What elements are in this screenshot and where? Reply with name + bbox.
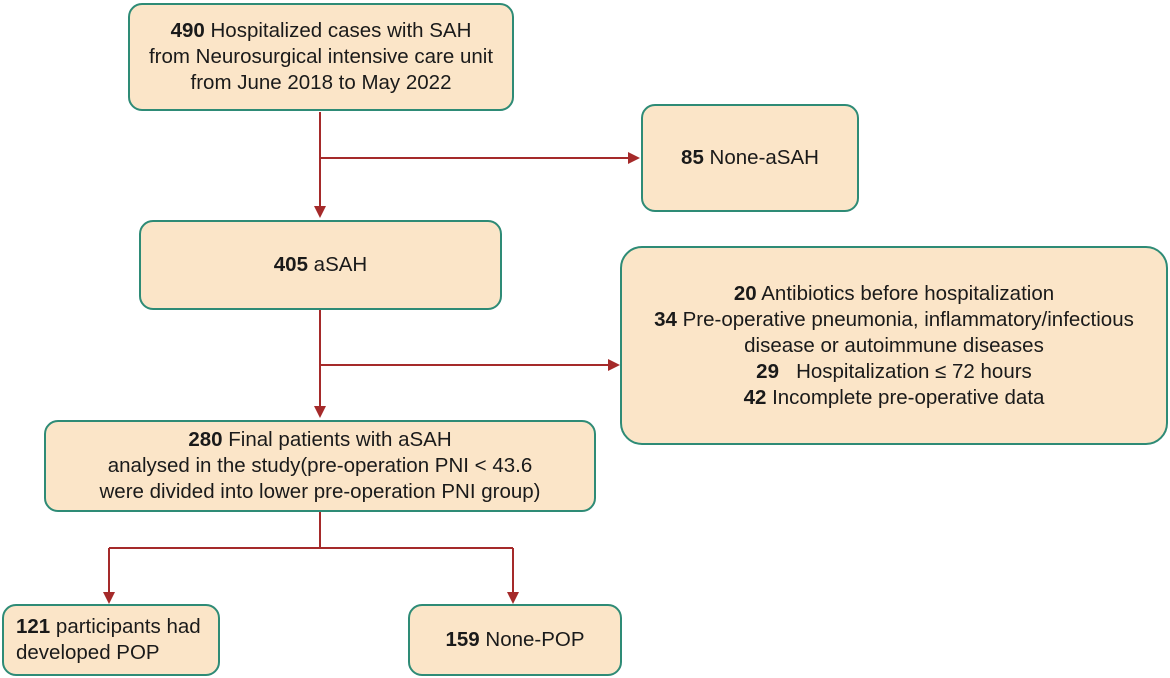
- final-line-2: were divided into lower pre-operation PN…: [100, 479, 541, 505]
- exclusions-line-1: 34 Pre-operative pneumonia, inflammatory…: [654, 307, 1134, 333]
- final-line-1: analysed in the study(pre-operation PNI …: [108, 453, 533, 479]
- final-text-2: were divided into lower pre-operation PN…: [99, 480, 541, 503]
- exclusions-line-0: 20 Antibiotics before hospitalization: [734, 281, 1054, 307]
- exclusions-count-3: 29: [756, 359, 779, 383]
- asah-text-0: aSAH: [307, 253, 368, 276]
- exclusions-text-2: disease or autoimmune diseases: [744, 333, 1044, 357]
- final-text-1: analysed in the study(pre-operation PNI …: [107, 454, 533, 477]
- exclusions-text-0: Antibiotics before hospitalization: [756, 281, 1055, 305]
- asah-line-0: 405 aSAH: [274, 252, 367, 278]
- exclusions-text-3: Hospitalization ≤ 72 hours: [778, 359, 1032, 383]
- non_pop-count-0: 159: [445, 628, 480, 651]
- box-none-asah: 85 None-aSAH: [641, 104, 859, 212]
- total-text-0: Hospitalized cases with SAH: [204, 19, 472, 42]
- total-line-0: 490 Hospitalized cases with SAH: [171, 18, 472, 44]
- excluded_non_asah-text-0: None-aSAH: [703, 146, 819, 169]
- box-none-pop: 159 None-POP: [408, 604, 622, 676]
- pop-line-1: developed POP: [16, 640, 160, 666]
- total-text-2: from June 2018 to May 2022: [190, 71, 452, 94]
- total-line-2: from June 2018 to May 2022: [191, 70, 452, 96]
- exclusions-count-4: 42: [743, 385, 767, 409]
- final-count-0: 280: [188, 428, 223, 451]
- total-line-1: from Neurosurgical intensive care unit: [149, 44, 493, 70]
- pop-count-0: 121: [16, 615, 51, 638]
- non_pop-line-0: 159 None-POP: [445, 627, 584, 653]
- pop-text-1: developed POP: [16, 641, 160, 664]
- exclusions-text-1: Pre-operative pneumonia, inflammatory/in…: [676, 307, 1134, 331]
- total-text-1: from Neurosurgical intensive care unit: [148, 45, 494, 68]
- exclusions-count-0: 20: [733, 281, 757, 305]
- final-text-0: Final patients with aSAH: [222, 428, 452, 451]
- exclusions-text-4: Incomplete pre-operative data: [766, 385, 1045, 409]
- pop-text-0: participants had: [50, 615, 201, 638]
- total-count-0: 490: [170, 19, 205, 42]
- pop-line-0: 121 participants had: [16, 614, 201, 640]
- asah-count-0: 405: [273, 253, 308, 276]
- final-line-0: 280 Final patients with aSAH: [188, 427, 451, 453]
- exclusions-line-2: disease or autoimmune diseases: [744, 333, 1044, 359]
- box-asah: 405 aSAH: [139, 220, 502, 310]
- exclusions-line-4: 42 Incomplete pre-operative data: [744, 385, 1045, 411]
- excluded_non_asah-line-0: 85 None-aSAH: [681, 145, 819, 171]
- exclusions-count-1: 34: [654, 307, 677, 331]
- non_pop-text-0: None-POP: [479, 628, 585, 651]
- exclusions-line-3: 29 Hospitalization ≤ 72 hours: [756, 359, 1032, 385]
- excluded_non_asah-count-0: 85: [681, 146, 704, 169]
